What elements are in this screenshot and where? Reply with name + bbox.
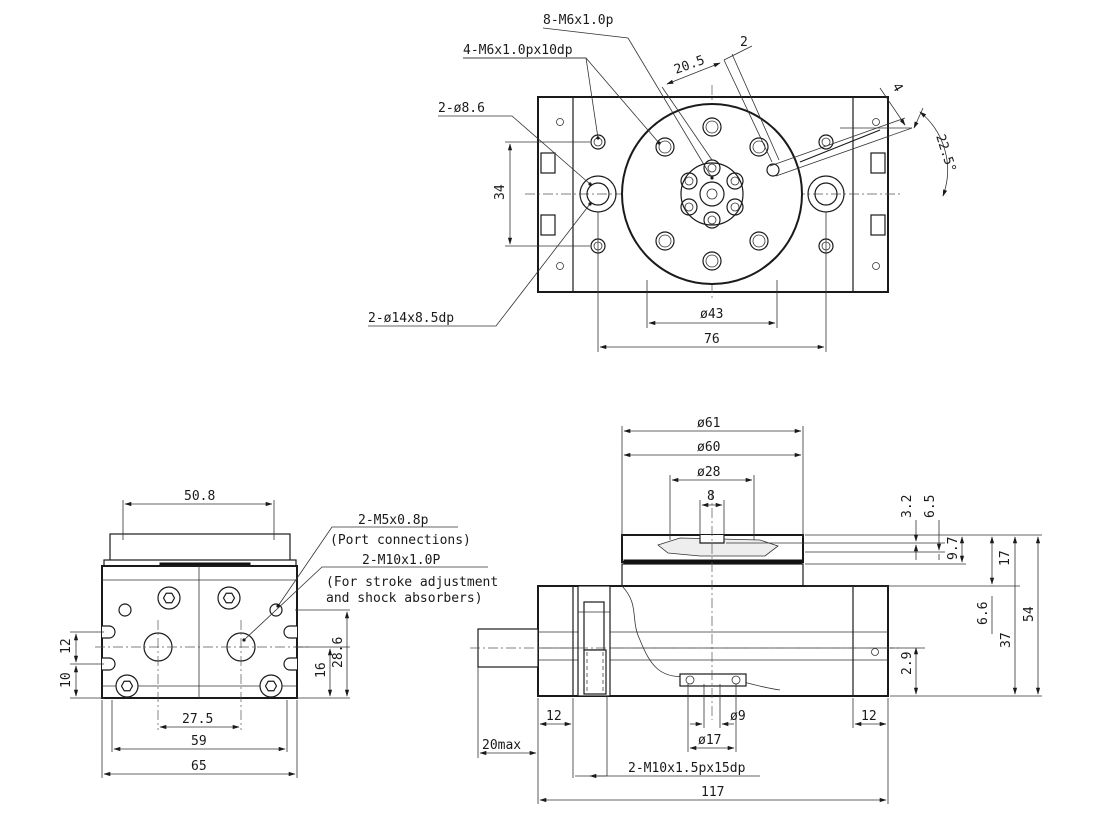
label-stroke-note-2: and shock absorbers): [326, 591, 483, 606]
dim-bottom-lines: [101, 700, 298, 778]
side-view-table: [103, 533, 297, 568]
label-tap: 2-M10x1.5px15dp: [628, 761, 746, 776]
side-view-body: [101, 565, 298, 699]
label-dim-d43: ø43: [700, 307, 723, 322]
slot-angle-lines: [769, 87, 948, 197]
label-dim-12: 12: [59, 638, 74, 654]
label-dim-2: 2: [740, 35, 748, 50]
label-dim-10: 10: [59, 672, 74, 688]
label-dim-34: 34: [493, 184, 508, 200]
label-port-note: (Port connections): [330, 533, 471, 548]
side-leaders: [242, 526, 488, 642]
label-dim-d9: ø9: [730, 709, 746, 724]
label-dim-76: 76: [704, 332, 720, 347]
label-dim-27-5: 27.5: [182, 712, 213, 727]
side-view-centerlines: [95, 620, 310, 730]
label-dim-d28: ø28: [697, 465, 720, 480]
label-dim-17: 17: [998, 550, 1013, 566]
label-dim-50-8: 50.8: [184, 489, 215, 504]
label-dim-12-left: 12: [546, 709, 562, 724]
label-dim-d61: ø61: [697, 416, 720, 431]
label-dim-d60: ø60: [697, 440, 720, 455]
label-dim-20-5: 20.5: [672, 53, 707, 78]
dim-right-stack: [726, 520, 1042, 697]
label-dim-65: 65: [191, 759, 207, 774]
front-view: ø61 ø60 ø28 8 3.2 6.5 9.7 17 6.6: [470, 416, 1042, 804]
label-dim-12-right: 12: [861, 709, 877, 724]
dim-20max: [477, 667, 537, 758]
label-port: 2-M5x0.8p: [358, 513, 429, 528]
label-2-d14: 2-ø14x8.5dp: [368, 311, 454, 326]
label-dim-54: 54: [1022, 606, 1037, 622]
label-dim-28-6: 28.6: [331, 637, 346, 668]
label-4-m6: 4-M6x1.0px10dp: [463, 43, 573, 58]
front-view-table: [621, 534, 804, 565]
label-dim-59: 59: [191, 734, 207, 749]
label-dim-22-5: 22.5°: [932, 133, 958, 175]
side-view: 50.8 2-M5x0.8p (Port connections) 2-M10x…: [59, 489, 498, 778]
dim-16-28-6-lines: [295, 609, 350, 699]
label-dim-6-6: 6.6: [976, 602, 991, 625]
dim-12-pair: [537, 698, 889, 804]
label-dim-3-2: 3.2: [900, 495, 915, 518]
dim-d43-lines: [646, 280, 778, 328]
label-dim-2-9: 2.9: [900, 652, 915, 675]
rotary-table: [621, 103, 803, 285]
label-dim-20max: 20max: [482, 738, 521, 753]
front-view-centerlines: [470, 490, 900, 720]
dim-top-diameters: [621, 426, 804, 540]
dim-50-8-lines: [122, 500, 275, 540]
label-stroke-note-1: (For stroke adjustment: [326, 575, 498, 590]
dim-12-10-lines: [70, 631, 104, 699]
label-stroke: 2-M10x1.0P: [362, 553, 440, 568]
label-dim-9-7: 9.7: [946, 537, 961, 560]
top-leaders: [368, 27, 714, 327]
label-dim-16: 16: [314, 662, 329, 678]
label-dim-d17: ø17: [698, 733, 721, 748]
dim-d9-d17: [687, 684, 737, 752]
front-view-body: [537, 563, 889, 697]
dim-76-lines: [597, 212, 827, 352]
label-dim-37: 37: [999, 632, 1014, 648]
label-8-m6: 8-M6x1.0p: [543, 13, 614, 28]
top-view: 8-M6x1.0p 4-M6x1.0px10dp 2-ø8.6 2-ø14x8.…: [368, 13, 959, 352]
label-dim-8: 8: [707, 489, 715, 504]
label-dim-6-5: 6.5: [923, 495, 938, 518]
label-dim-4: 4: [889, 81, 906, 95]
dim-34-lines: [505, 141, 590, 247]
label-2-d8-6: 2-ø8.6: [438, 101, 485, 116]
dim-20-5-lines: [661, 45, 780, 163]
tap-leader: [575, 696, 760, 779]
inner-bolt-circle: [680, 159, 744, 229]
label-dim-117: 117: [701, 785, 724, 800]
